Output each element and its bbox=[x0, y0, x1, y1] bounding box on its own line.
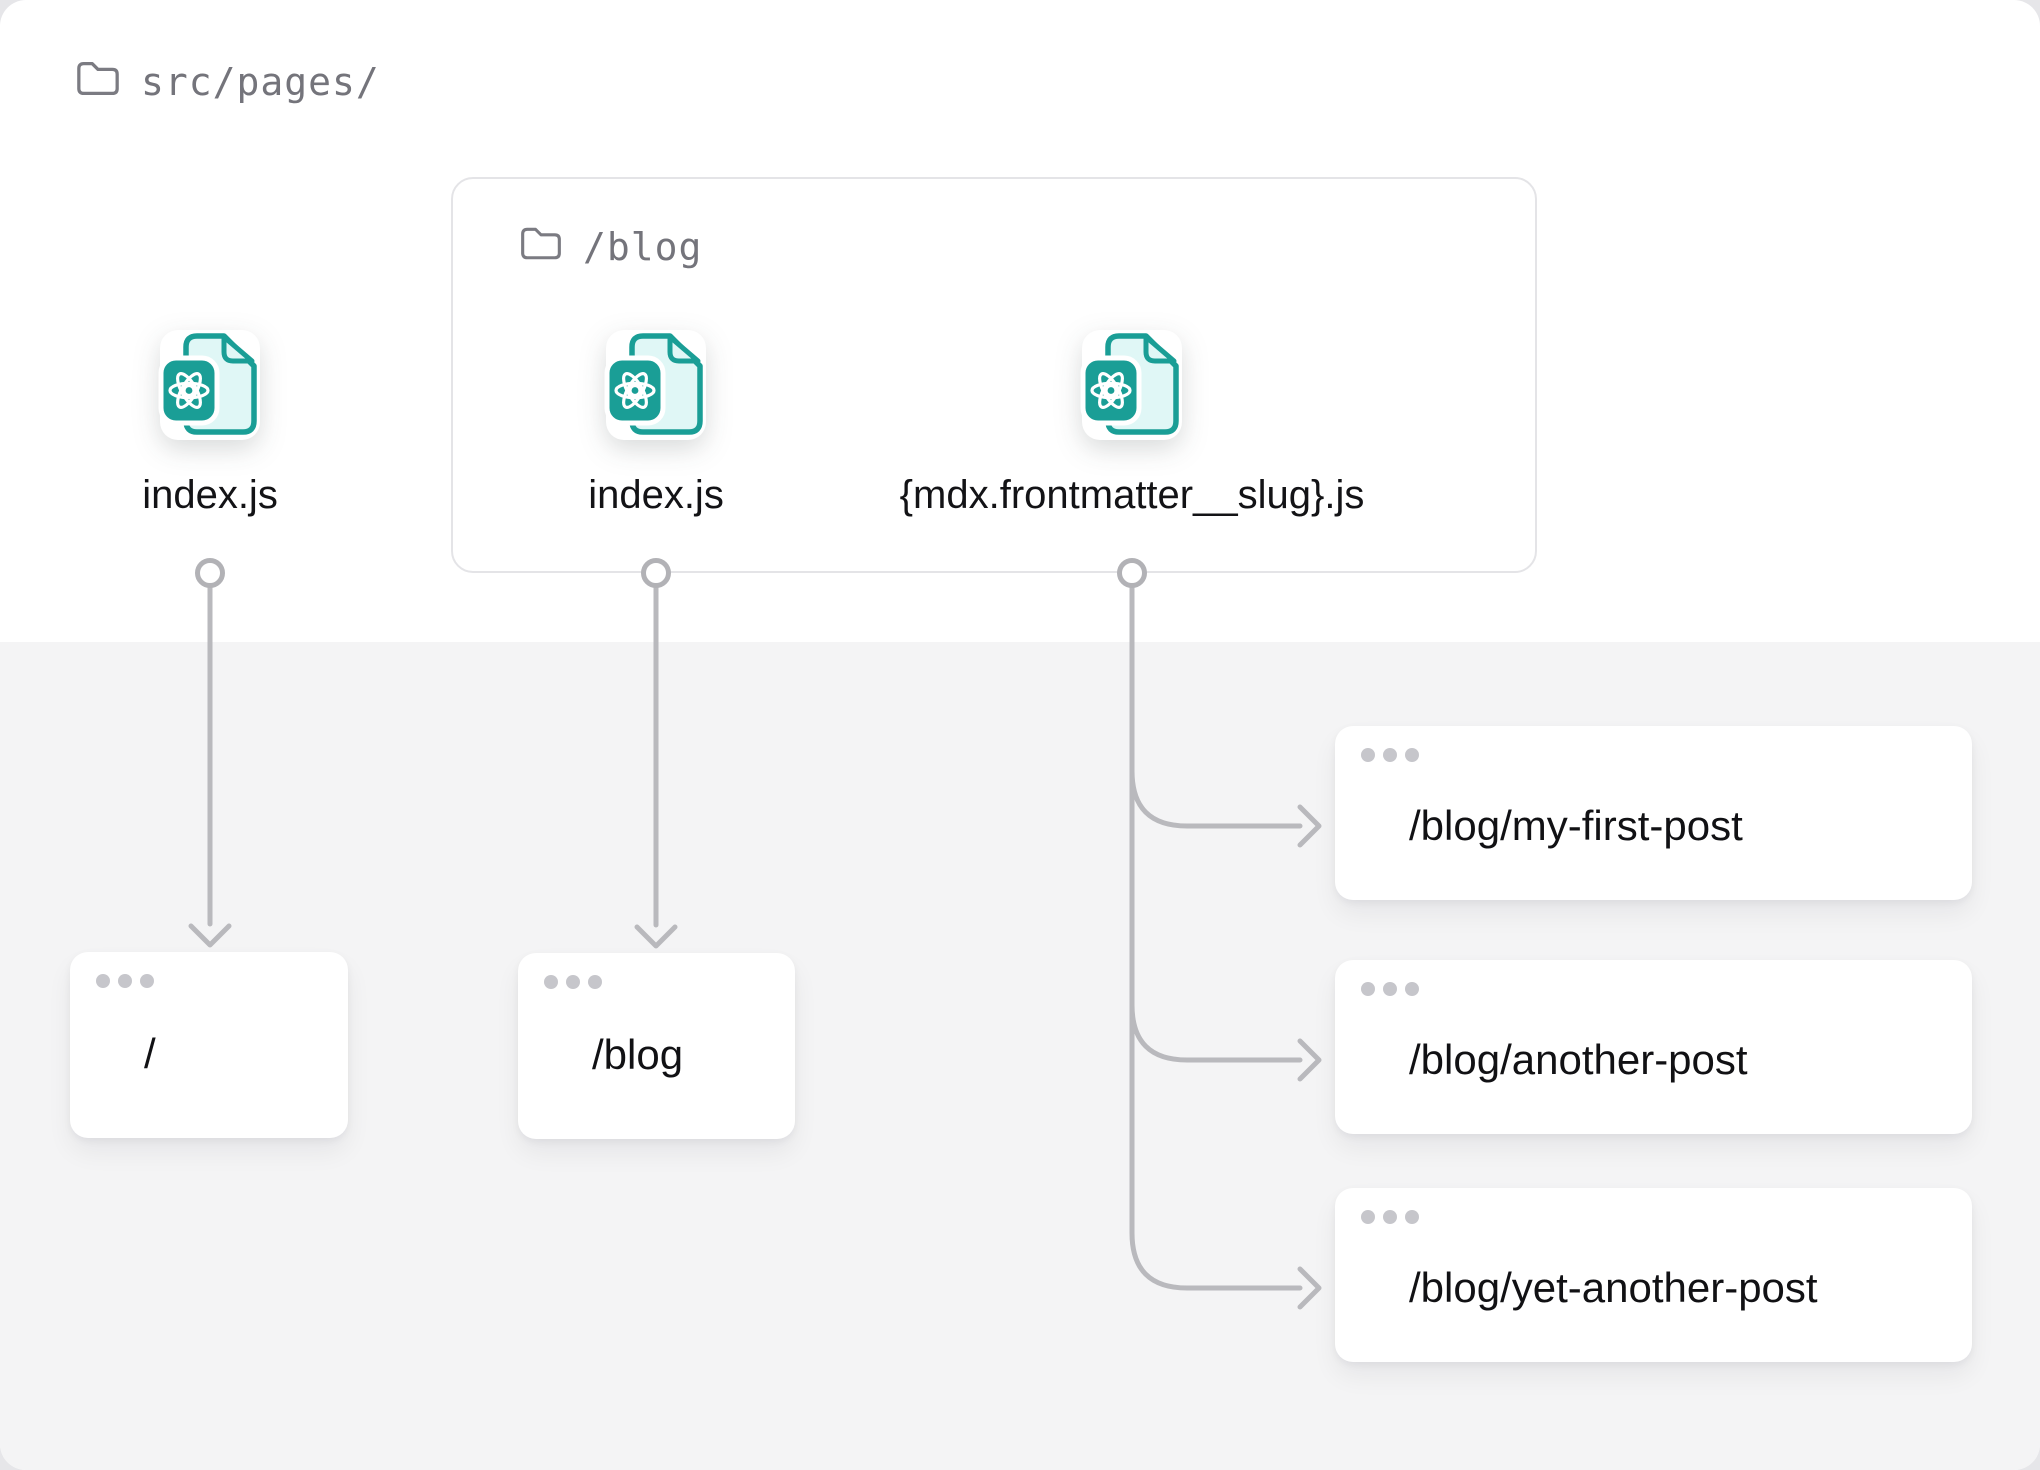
route-window-my-first-post: /blog/my-first-post bbox=[1335, 726, 1972, 900]
route-window-another-post: /blog/another-post bbox=[1335, 960, 1972, 1134]
window-dots bbox=[1361, 982, 1419, 996]
src-pages-folder-name: src/pages/ bbox=[141, 59, 380, 104]
react-file-icon bbox=[158, 328, 262, 447]
file-index-blog: index.js bbox=[476, 328, 836, 519]
route-url: /blog/my-first-post bbox=[1409, 802, 1743, 849]
file-name: {mdx.frontmatter__slug}.js bbox=[899, 473, 1365, 517]
file-name: index.js bbox=[588, 473, 724, 517]
route-window-blog: /blog bbox=[518, 953, 795, 1139]
react-file-icon bbox=[604, 328, 708, 447]
file-name: index.js bbox=[142, 473, 278, 517]
window-dots bbox=[1361, 748, 1419, 762]
connector-dot bbox=[195, 558, 225, 588]
file-slug: {mdx.frontmatter__slug}.js bbox=[900, 328, 1364, 519]
window-dots bbox=[544, 975, 602, 989]
window-dots bbox=[96, 974, 154, 988]
route-url: /blog/another-post bbox=[1409, 1036, 1748, 1083]
src-pages-folder-label: src/pages/ bbox=[75, 58, 380, 105]
route-url: /blog/yet-another-post bbox=[1409, 1264, 1818, 1311]
folder-icon bbox=[519, 224, 563, 269]
react-file-icon bbox=[1080, 328, 1184, 447]
blog-folder-label: /blog bbox=[519, 224, 702, 269]
blog-folder-name: /blog bbox=[583, 224, 703, 269]
route-window-yet-another-post: /blog/yet-another-post bbox=[1335, 1188, 1972, 1362]
window-dots bbox=[1361, 1210, 1419, 1224]
route-window-root: / bbox=[70, 952, 348, 1138]
route-url: / bbox=[144, 1030, 156, 1077]
folder-icon bbox=[75, 58, 121, 105]
route-url: /blog bbox=[592, 1031, 684, 1078]
file-index-root: index.js bbox=[30, 328, 390, 519]
